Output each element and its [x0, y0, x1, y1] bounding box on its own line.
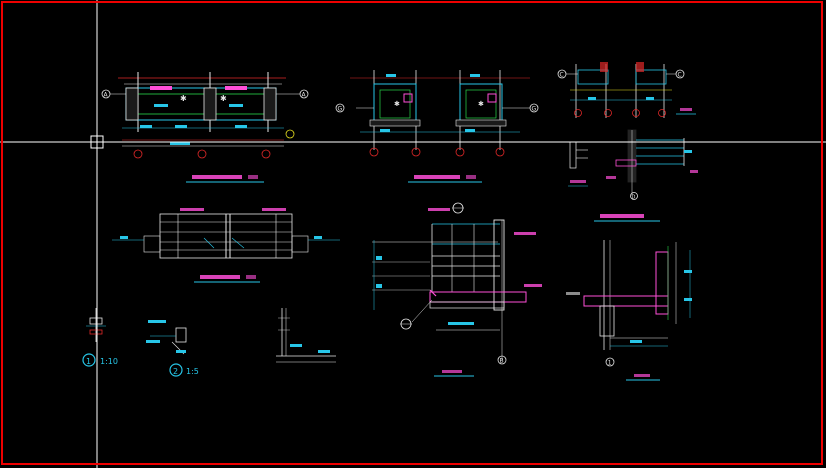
railing-section-small: D — [568, 129, 698, 222]
grid-bubble-b-label: B — [500, 358, 504, 365]
detail-1: 1 1:10 — [82, 308, 118, 367]
grid-bubble-a-right-label: A — [302, 92, 307, 99]
pickbox-square-icon — [90, 135, 104, 149]
grid-bubble-1 — [605, 357, 615, 367]
balcony-section-large: B — [372, 202, 542, 377]
detail-2-scale: 1:5 — [186, 367, 199, 376]
svg-text:✱: ✱ — [180, 94, 187, 103]
svg-text:✱: ✱ — [394, 100, 400, 108]
grid-bubble-d-label: D — [632, 195, 636, 201]
detail-1-number: 1 — [86, 357, 91, 366]
grid-bubble-a-left-label: A — [104, 92, 109, 99]
balcony-plan-3: C C — [557, 62, 696, 118]
grid-bubble-c-right-label: C — [678, 72, 682, 79]
grid-bubble-d — [630, 192, 638, 200]
detail-2-number: 2 — [173, 367, 178, 376]
parapet-section: 1 — [566, 240, 692, 381]
balcony-plan-2: ✱ ✱ G G — [335, 70, 539, 183]
balcony-plan-1: ✱ ✱ A A — [101, 72, 309, 183]
railing-elevation — [112, 208, 340, 283]
grid-bubble-c-left-label: C — [560, 72, 564, 79]
footing-detail — [276, 308, 336, 363]
grid-bubble-b — [497, 355, 507, 365]
detail-2: 2 1:5 — [146, 320, 199, 377]
detail-1-scale: 1:10 — [100, 357, 118, 366]
grid-bubble-g-left — [335, 103, 345, 113]
grid-bubble-g-right-label: G — [532, 106, 537, 113]
svg-text:✱: ✱ — [478, 100, 484, 108]
grid-bubble-1-label: 1 — [608, 360, 612, 367]
grid-bubble-g-left-label: G — [338, 106, 343, 113]
svg-text:✱: ✱ — [220, 94, 227, 103]
grid-bubble-g-right — [529, 103, 539, 113]
